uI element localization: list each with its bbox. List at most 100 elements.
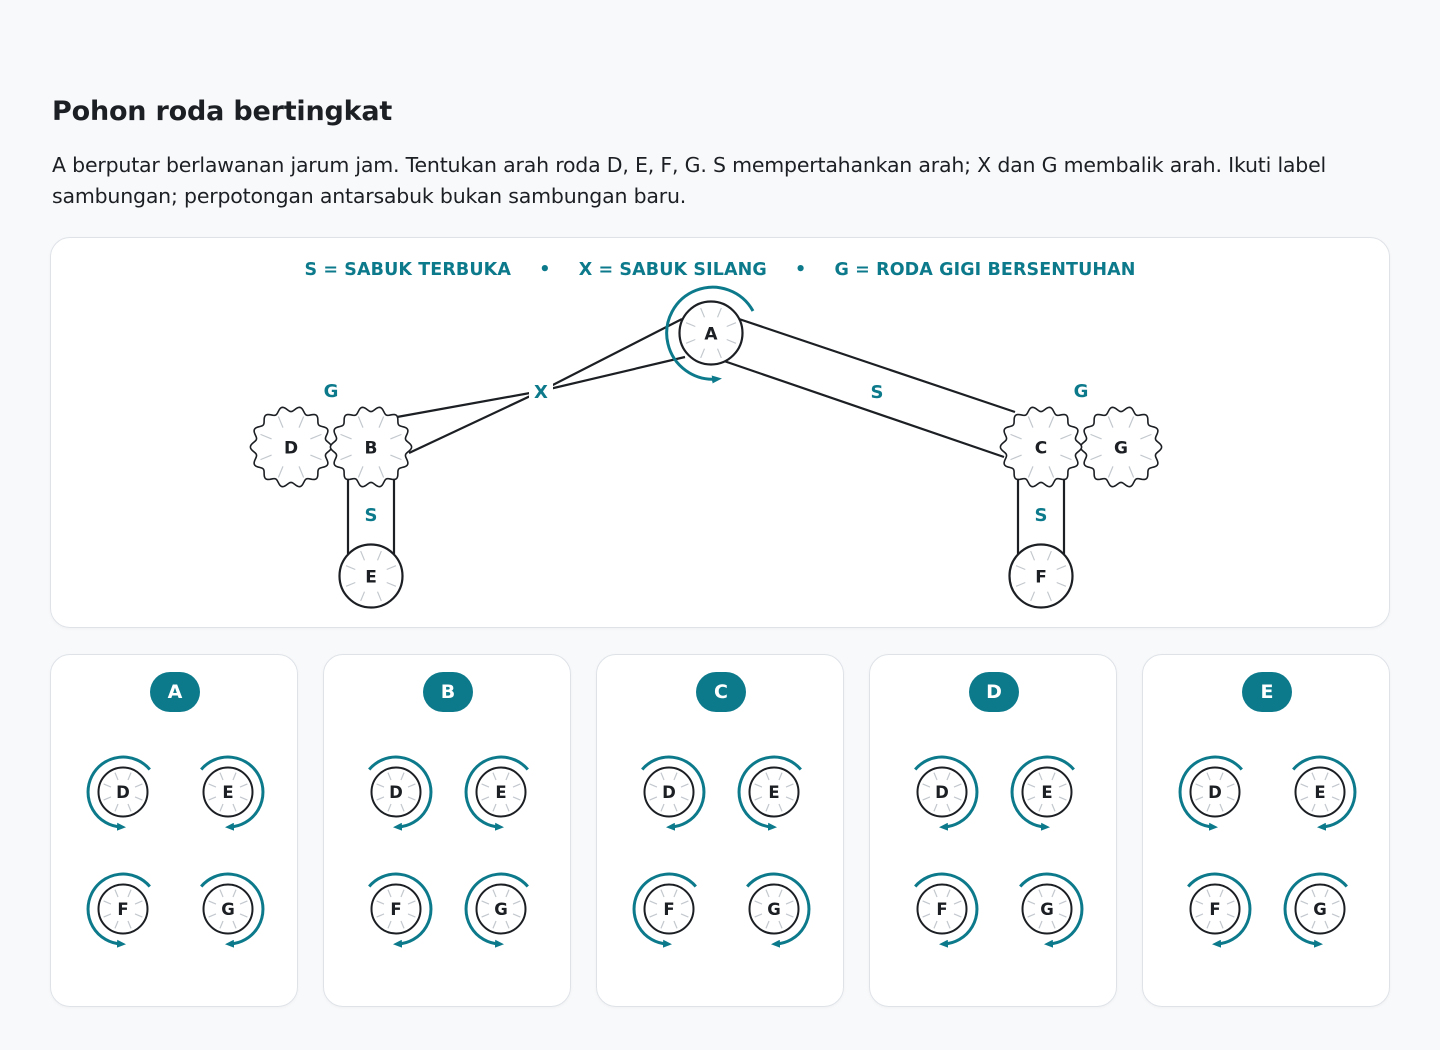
wheel-spoke (754, 783, 763, 788)
wheel-spoke (649, 900, 658, 905)
wheel-spoke (127, 803, 132, 812)
wheel-spoke (660, 920, 665, 929)
wheel-label: E (222, 783, 233, 802)
belt-a-b-strand (540, 318, 683, 392)
wheel-spoke (1195, 783, 1204, 788)
pulley-outline (678, 300, 744, 366)
wheel-spoke (1195, 900, 1204, 905)
wheel-spoke (387, 920, 392, 929)
page-title: Pohon roda bertingkat (52, 96, 393, 127)
legend-cross-belt: X = SABUK SILANG (578, 260, 767, 280)
legend-separator: • (539, 260, 551, 280)
wheel-spoke (1128, 466, 1135, 478)
wheel-spoke (512, 900, 521, 905)
wheel-spoke (103, 796, 112, 801)
wheel-spoke (103, 913, 112, 918)
belts (346, 317, 1066, 554)
option-wheel-f: F (914, 872, 979, 948)
wheel-spoke (134, 796, 143, 801)
wheel-spoke (1140, 454, 1152, 461)
wheel-spoke (933, 889, 938, 898)
wheel-label: D (389, 783, 403, 802)
wheel-spoke (400, 803, 405, 812)
connection-labels: X S G S G S (324, 380, 1089, 526)
rotation-arrow-icon (464, 872, 529, 948)
wheel-spoke (219, 803, 224, 812)
label-a-c: S (871, 382, 884, 403)
pulley-outline (1189, 883, 1241, 935)
pulley-outline (1189, 766, 1241, 818)
wheel-spoke (260, 433, 272, 440)
wheel-spoke (1046, 591, 1052, 602)
wheel-spoke (680, 783, 689, 788)
wheel-spoke (134, 783, 143, 788)
wheel-g: G (1079, 406, 1163, 488)
wheel-spoke (208, 913, 217, 918)
wheel-label: F (936, 900, 947, 919)
wheel-label: G (221, 900, 235, 919)
option-badge: E (1242, 672, 1292, 712)
wheel-label: D (935, 783, 949, 802)
wheel-spoke (785, 796, 794, 801)
wheel-spoke (726, 322, 737, 328)
pulley-outline (97, 883, 149, 935)
wheel-spoke (376, 900, 385, 905)
rotation-arrow-icon (1292, 755, 1357, 831)
wheel-spoke (492, 803, 497, 812)
option-wheel-e: E (200, 755, 265, 831)
option-badge: C (696, 672, 746, 712)
label-a-b: X (534, 382, 548, 403)
question-text: A berputar berlawanan jarum jam. Tentuka… (52, 153, 1327, 208)
belt-a-c-strand (738, 317, 1016, 414)
option-wheel-d: D (641, 755, 706, 831)
wheel-spoke (1219, 920, 1224, 929)
wheel-spoke (232, 772, 237, 781)
wheel-label: F (390, 900, 401, 919)
option-wheel-g: G (1019, 872, 1084, 948)
wheel-spoke (407, 900, 416, 905)
wheel-spoke (765, 772, 770, 781)
wheel-spoke (673, 803, 678, 812)
label-c-g: G (1074, 381, 1089, 402)
option-wheel-d: D (1178, 755, 1243, 831)
wheel-spoke (134, 913, 143, 918)
wheel-spoke (1226, 900, 1235, 905)
gear-outline (999, 406, 1083, 488)
wheel-label: F (117, 900, 128, 919)
wheel-spoke (1030, 550, 1036, 561)
wheel-spoke (208, 900, 217, 905)
wheel-spoke (512, 913, 521, 918)
wheel-spoke (1324, 803, 1329, 812)
wheel-spoke (778, 920, 783, 929)
wheel-spoke (778, 803, 783, 812)
belt-a-b-strand (540, 355, 686, 393)
option-wheel-d: D (86, 755, 151, 831)
option-badge: B (423, 672, 473, 712)
wheel-spoke (277, 466, 284, 478)
option-wheel-e: E (464, 755, 529, 831)
wheel-spoke (1010, 433, 1022, 440)
wheel-spoke (922, 900, 931, 905)
wheel-spoke (239, 796, 248, 801)
wheel-spoke (103, 900, 112, 905)
wheel-spoke (785, 783, 794, 788)
wheel-spoke (260, 454, 272, 461)
wheel-spoke (685, 338, 696, 344)
option-wheel-f: F (368, 872, 433, 948)
pulley-outline (1294, 883, 1346, 935)
wheel-spoke (239, 900, 248, 905)
wheel-spoke (505, 920, 510, 929)
wheel-spoke (400, 889, 405, 898)
pulley-outline (748, 766, 800, 818)
rotation-arrow-icon (914, 872, 979, 948)
rotation-arrow-icon (737, 755, 802, 831)
wheel-spoke (386, 565, 397, 571)
